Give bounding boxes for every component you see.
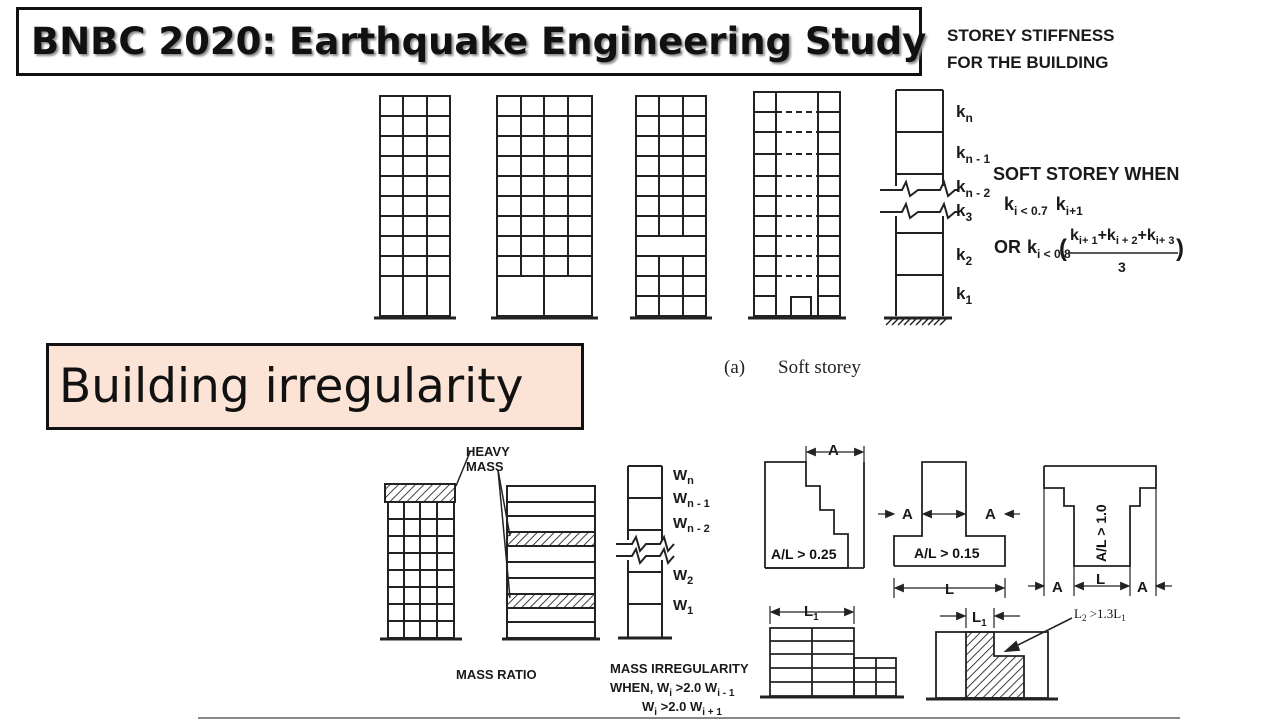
title-box: BNBC 2020: Earthquake Engineering Study (16, 7, 926, 76)
stiffness-heading-line1: STOREY STIFFNESS (947, 26, 1115, 45)
svg-text:ki+ 1+ki + 2+ki+ 3: ki+ 1+ki + 2+ki+ 3 (1070, 227, 1174, 247)
heavy-mass-label-2: MASS (466, 459, 504, 474)
l1-label-2: L1 (972, 609, 987, 629)
subtitle-box: Building irregularity (46, 343, 584, 430)
mass-ratio-label: MASS RATIO (456, 667, 537, 682)
l1-label-1: L1 (804, 603, 819, 623)
mass-frame-1 (380, 483, 462, 641)
stiffness-heading-line2: FOR THE BUILDING (947, 53, 1109, 72)
svg-text:(: ( (1059, 235, 1067, 262)
k-label-1: k1 (956, 284, 972, 307)
subtitle-text: Building irregularity (59, 359, 524, 414)
soft-storey-diagram (374, 89, 1178, 326)
mass-irregularity-line2: WHEN, Wi >2.0 Wi - 1 (610, 680, 735, 699)
plan-l-label-1: L (945, 581, 954, 598)
ratio-label-2: A/L > 0.15 (914, 545, 980, 561)
plan-a-label-3: A (985, 506, 996, 523)
heavy-mass-label-1: HEAVY (466, 444, 510, 459)
mass-frame-2 (455, 451, 600, 641)
mass-frame-w (616, 465, 675, 640)
stiffness-frame (880, 89, 958, 326)
plan-shape-1 (764, 446, 865, 569)
caption-label: (a) (724, 357, 745, 378)
k-label-n: kn (956, 102, 973, 125)
page-title: BNBC 2020: Earthquake Engineering Study (31, 20, 927, 63)
ratio-label-3: A/L > 1.0 (1093, 504, 1109, 562)
k-label-n-1: kn - 1 (956, 143, 990, 166)
mass-irregularity-line3: Wi >2.0 Wi + 1 (642, 699, 722, 718)
frame-1 (374, 95, 456, 320)
plan-shape-2 (878, 461, 1020, 598)
plan-a-label-2: A (902, 506, 913, 523)
plan-a-label-5: A (1137, 579, 1148, 596)
soft-storey-condition-title: SOFT STOREY WHEN (993, 164, 1179, 184)
mass-irregularity-diagram (380, 451, 675, 641)
plan-a-label-4: A (1052, 579, 1063, 596)
k-label-n-2: kn - 2 (956, 177, 990, 200)
caption-text: Soft storey (778, 357, 861, 378)
w-label-1: W1 (673, 597, 693, 617)
ratio-label-1: A/L > 0.25 (771, 546, 837, 562)
mass-irregularity-line1: MASS IRREGULARITY (610, 661, 749, 676)
k-label-2: k2 (956, 245, 972, 268)
frame-3 (630, 95, 712, 320)
w-label-2: W2 (673, 567, 693, 587)
plan-a-label-1: A (828, 442, 839, 459)
l2-condition-label: L2 >1.3L1 (1074, 606, 1126, 623)
plan-shape-4 (760, 606, 904, 699)
plan-irregularity-diagram (760, 446, 1172, 701)
plan-shape-5 (926, 608, 1073, 701)
k-label-3: k3 (956, 201, 972, 224)
svg-text:): ) (1176, 235, 1184, 262)
svg-text:3: 3 (1118, 259, 1126, 275)
plan-shape-3 (1028, 465, 1172, 596)
w-label-n-2: Wn - 2 (673, 515, 710, 535)
frame-4 (748, 91, 846, 320)
w-label-n-1: Wn - 1 (673, 490, 710, 510)
w-label-n: Wn (673, 467, 694, 487)
plan-l-label-2: L (1096, 571, 1105, 588)
frame-2 (491, 95, 598, 320)
